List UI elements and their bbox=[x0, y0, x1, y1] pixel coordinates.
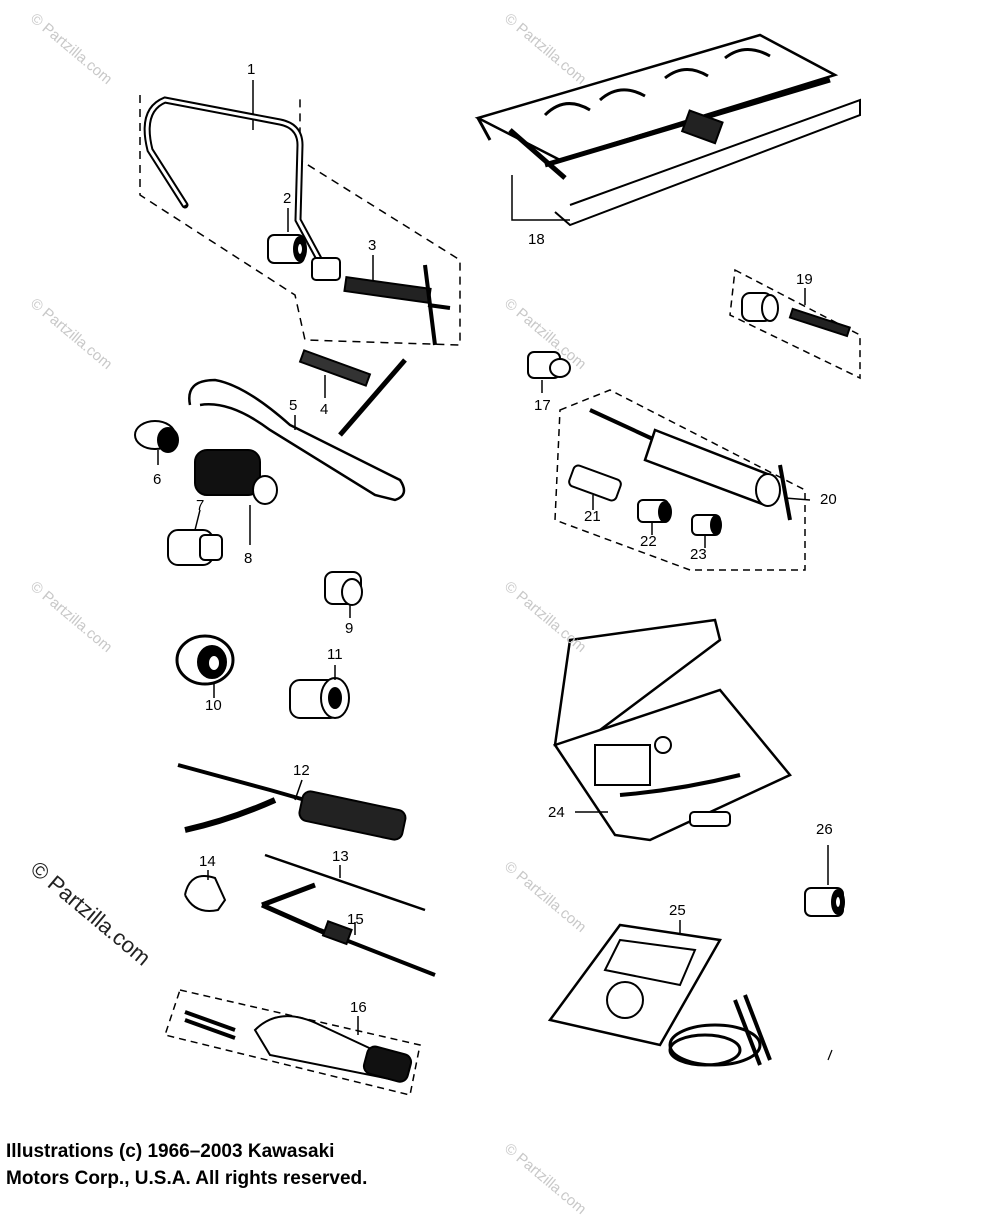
part-11-sleeve bbox=[289, 665, 350, 719]
part-18-holding-jig bbox=[474, 33, 861, 227]
callout-24: 24 bbox=[548, 804, 565, 821]
callout-14: 14 bbox=[199, 853, 216, 870]
part-6-bushing bbox=[134, 420, 179, 465]
callout-5: 5 bbox=[289, 397, 298, 414]
part-9-cylinder bbox=[324, 571, 363, 618]
part-4-t-handle-bolt bbox=[298, 349, 407, 437]
callout-6: 6 bbox=[153, 471, 162, 488]
part-26-nut bbox=[804, 845, 845, 917]
callout-17: 17 bbox=[534, 397, 551, 414]
part-25-multimeter bbox=[547, 920, 772, 1067]
callout-4: 4 bbox=[320, 401, 329, 418]
part-14-cap bbox=[184, 870, 227, 912]
part-10-collar bbox=[175, 634, 235, 698]
stray-mark bbox=[827, 1049, 833, 1061]
callout-12: 12 bbox=[293, 762, 310, 779]
part-24-tester-case bbox=[553, 618, 792, 842]
part-13-pin bbox=[264, 853, 426, 912]
part-21-adapter bbox=[568, 464, 622, 510]
part-2-nut bbox=[267, 208, 307, 264]
callout-19: 19 bbox=[796, 271, 813, 288]
copyright-line-1: Illustrations (c) 1966–2003 Kawasaki bbox=[6, 1141, 335, 1162]
part-17-adapter bbox=[527, 351, 571, 393]
callout-15: 15 bbox=[347, 911, 364, 928]
copyright-notice: Illustrations (c) 1966–2003 Kawasaki Mot… bbox=[6, 1138, 526, 1192]
part-16-handle-set bbox=[164, 989, 421, 1096]
callout-25: 25 bbox=[669, 902, 686, 919]
copyright-line-2: Motors Corp., U.S.A. All rights reserved… bbox=[6, 1168, 368, 1189]
callout-2: 2 bbox=[283, 190, 292, 207]
part-19-bolt-set bbox=[729, 268, 861, 380]
part-23-adapter bbox=[691, 514, 722, 548]
part-15-tool bbox=[260, 882, 436, 977]
callout-7: 7 bbox=[196, 497, 205, 514]
part-12-pliers bbox=[177, 763, 407, 841]
callout-22: 22 bbox=[640, 533, 657, 550]
part-5-hook-spanner bbox=[188, 378, 406, 502]
callout-23: 23 bbox=[690, 546, 707, 563]
part-1-frame-group bbox=[139, 80, 461, 346]
part-20-slide-hammer bbox=[554, 389, 811, 571]
callout-18: 18 bbox=[528, 231, 545, 248]
callout-26: 26 bbox=[816, 821, 833, 838]
callout-21: 21 bbox=[584, 508, 601, 525]
part-8-knurled-driver bbox=[194, 449, 278, 545]
part-7-plug bbox=[167, 509, 223, 566]
part-22-adapter bbox=[637, 499, 672, 535]
callout-8: 8 bbox=[244, 550, 253, 567]
callout-11: 11 bbox=[327, 646, 343, 663]
callout-9: 9 bbox=[345, 620, 354, 637]
callout-3: 3 bbox=[368, 237, 377, 254]
callout-13: 13 bbox=[332, 848, 349, 865]
callout-20: 20 bbox=[820, 491, 837, 508]
callout-10: 10 bbox=[205, 697, 222, 714]
part-3-t-bolt bbox=[343, 255, 451, 346]
callout-1: 1 bbox=[247, 61, 256, 78]
callout-16: 16 bbox=[350, 999, 367, 1016]
